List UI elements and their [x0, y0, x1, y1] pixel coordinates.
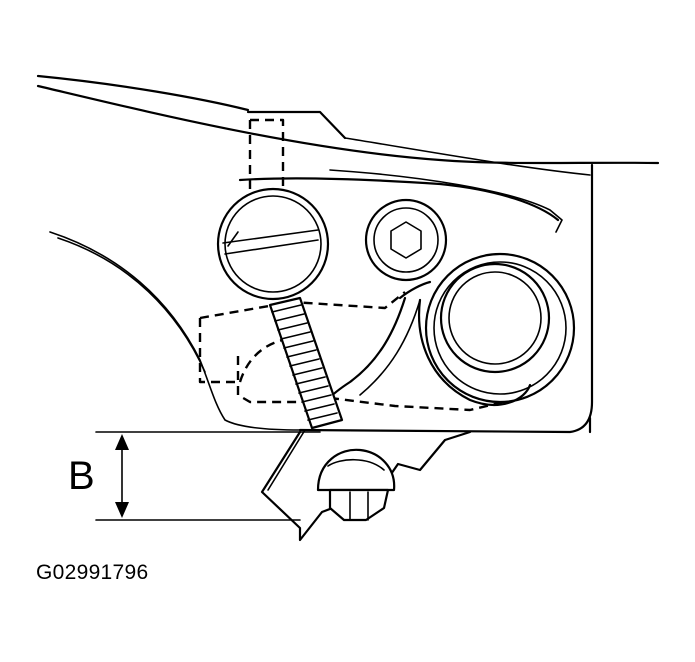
lever-bracket — [238, 169, 563, 233]
hex-socket-plug — [364, 198, 448, 282]
slotted-pivot-pin — [216, 187, 330, 301]
dimension-b-indicator — [95, 431, 321, 521]
housing-outline — [49, 163, 594, 434]
eccentric-bushing — [418, 252, 576, 406]
figure-code: G02991796 — [36, 561, 149, 584]
dimension-label: B — [68, 454, 95, 498]
upper-lever-arm — [36, 74, 660, 176]
lock-nut — [316, 448, 396, 522]
adjusting-screw — [268, 296, 344, 430]
